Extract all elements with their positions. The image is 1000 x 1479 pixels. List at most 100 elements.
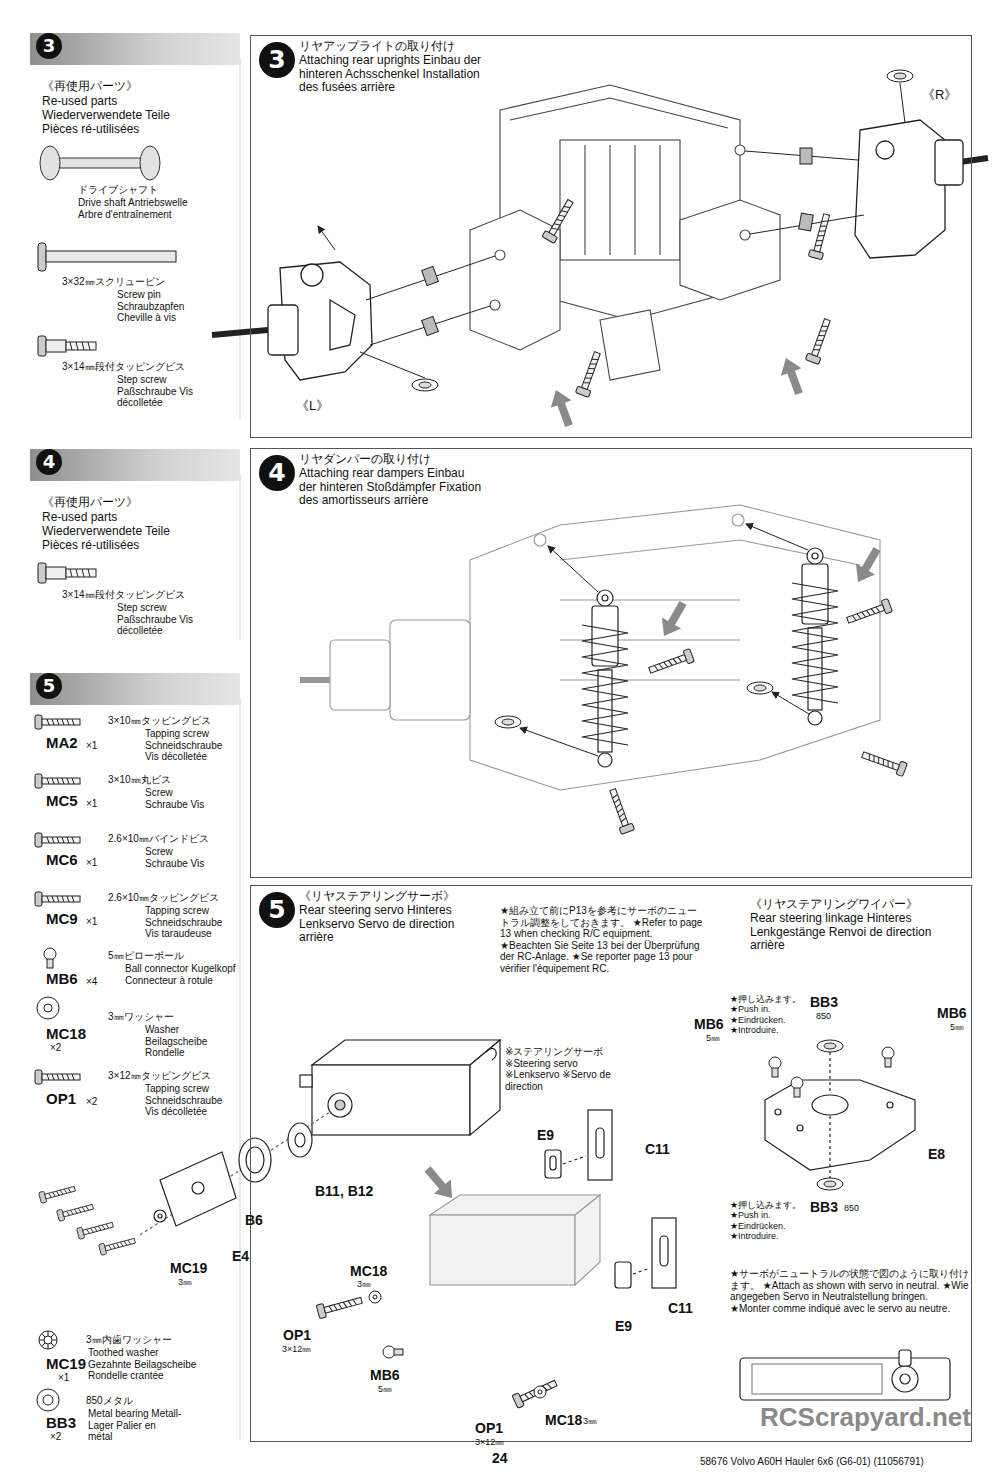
servo-saver-parts (239, 1138, 271, 1182)
quantity: ×2 (50, 1431, 61, 1443)
line-art (383, 1346, 403, 1358)
assembly-line (520, 728, 598, 756)
line-art (747, 682, 773, 694)
size-note: 3×12㎜ (475, 1437, 504, 1447)
gearbox-chassis (490, 300, 500, 310)
servo-neutral-view (900, 1374, 910, 1384)
step-screw-icon (38, 336, 46, 356)
callout-label: E9 (537, 1127, 554, 1143)
bushing (422, 148, 814, 336)
gearbox-chassis (470, 85, 780, 380)
steering-servo (300, 1040, 500, 1135)
servo-mount (615, 1262, 631, 1288)
part-name: 3×14㎜段付タッピングビス (62, 361, 185, 373)
rear-upright-right (855, 120, 945, 258)
callout-label: MC18 (545, 1412, 582, 1428)
part-code: MA2 (46, 734, 78, 751)
assembly-line (318, 83, 905, 378)
part-description: Washer Beilagscheibe Rondelle (145, 1024, 230, 1059)
step-screw-icon (38, 563, 96, 583)
callout-label: E9 (615, 1318, 632, 1334)
gearbox-chassis (680, 200, 780, 300)
callout-label: BB3 (810, 1199, 838, 1215)
line-art (39, 1183, 77, 1203)
part-description: Screw Schraube Vis (145, 787, 205, 810)
line-art (848, 544, 886, 588)
line-art (805, 317, 834, 364)
steering-linkage (765, 1052, 915, 1178)
damper (792, 548, 838, 725)
step-number: 5 (259, 892, 295, 928)
page-number: 24 (492, 1450, 508, 1466)
parts-list-icons (35, 715, 80, 1411)
part-name: 2.6×10㎜バインドビス (108, 833, 209, 845)
part-name: 850メタル (86, 1395, 133, 1407)
line-art (791, 1077, 803, 1097)
servo-saver-parts (158, 1214, 162, 1218)
size-note: 5㎜ (378, 1384, 392, 1394)
step-heading: リヤアップライトの取り付け Attaching rear uprights Ei… (299, 40, 484, 95)
line-art (654, 598, 692, 642)
part-code: MC5 (46, 792, 78, 809)
screw-pin-icon (38, 243, 176, 271)
line-art (647, 648, 694, 677)
damper (598, 753, 612, 767)
chassis-outline (470, 505, 880, 790)
step-number: 3 (259, 42, 295, 78)
column-rule (240, 699, 241, 1440)
part-code: BB3 (46, 1414, 76, 1431)
bushing (800, 148, 812, 164)
servo-mount (652, 1218, 676, 1288)
drive-shaft-icon (58, 158, 142, 168)
damper (602, 595, 608, 601)
servo-saver-parts (140, 1112, 330, 1235)
callout-label: B11, B12 (315, 1183, 373, 1199)
steering-servo (312, 1065, 470, 1135)
size-note: 3㎜ (178, 1277, 192, 1287)
quantity: ×1 (86, 916, 97, 928)
gearbox-chassis (740, 230, 750, 240)
steering-servo (486, 1048, 496, 1060)
chassis-outline (390, 620, 470, 720)
part-name: 3㎜内歯ワッシャー (86, 1334, 172, 1346)
assembly-line (746, 524, 808, 550)
part-code: MC18 (46, 1025, 86, 1042)
rear-upright-left (212, 330, 268, 335)
screw-pin-icon (38, 243, 46, 271)
line-art (419, 1162, 460, 1205)
line-art (412, 379, 438, 391)
servo-mount (633, 1268, 650, 1274)
servo-neutral-view (740, 1358, 950, 1400)
servo-neutral-view (740, 1350, 950, 1400)
line-art (495, 716, 521, 728)
damper (808, 711, 822, 725)
line-art (534, 1386, 546, 1398)
assembly-line (318, 226, 335, 250)
size-note: 5㎜ (706, 1033, 720, 1043)
assembly-line (520, 524, 809, 756)
servo-outline (430, 1215, 575, 1285)
parts-list-icons (44, 1004, 52, 1012)
chassis-outline (534, 534, 546, 546)
assembly-note: ★サーボがニュートラルの状態で図のように取り付けます。 ★Attach as s… (730, 1268, 970, 1314)
rear-upright-right (935, 140, 963, 185)
line-art (882, 1047, 894, 1067)
callout-label: C11 (645, 1141, 670, 1157)
quantity: ×2 (50, 1042, 61, 1054)
size-note: 850 (816, 1011, 831, 1021)
servo-outline (430, 1195, 600, 1285)
part-code: MC9 (46, 910, 78, 927)
part-description: Screw Schraube Vis (145, 846, 205, 869)
line-art (606, 787, 635, 834)
part-name: 3×14㎜段付タッピングビス (62, 589, 185, 601)
callout-label: OP1 (283, 1327, 311, 1343)
gearbox-chassis (560, 140, 680, 260)
parts-list-icons (35, 892, 80, 906)
size-note: 850 (844, 1203, 859, 1213)
callout-label: MC19 (170, 1260, 207, 1276)
heading-text: 《リヤステアリングワイパー》 Rear steering linkage Hin… (750, 898, 945, 953)
gearbox-chassis (585, 145, 660, 255)
step-band: 4 (30, 449, 240, 481)
line-art (534, 1386, 546, 1398)
